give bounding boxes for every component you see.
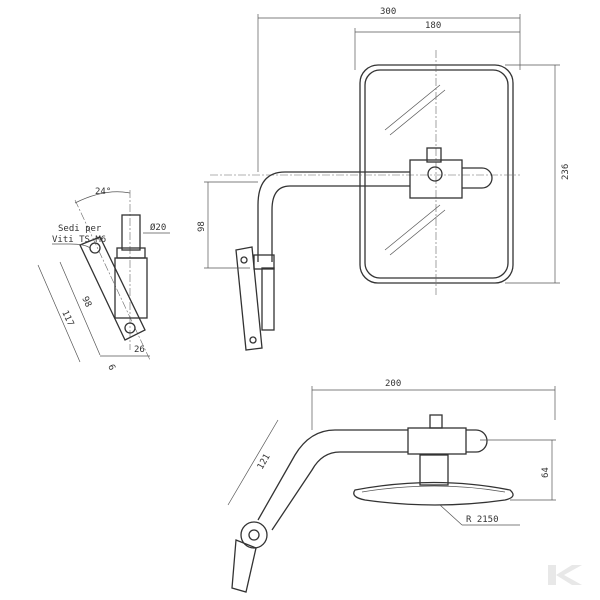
note-line2: Viti TS M6 [52,235,106,245]
dim-diameter: Ø20 [150,222,166,233]
dim-angle: 24° [95,187,111,197]
bracket-detail: 24° Ø20 Sedi per Viti TS M6 117 98 26 6 [37,187,170,372]
dim-300: 300 [380,7,396,17]
dim-117: 117 [59,309,75,328]
dim-98-bracket: 98 [79,295,93,309]
top-view: 200 121 64 R 2150 [227,379,556,593]
dim-98-front: 98 [197,221,207,232]
dim-radius: R 2150 [466,515,499,525]
dim-64: 64 [541,467,551,478]
watermark-logo [548,565,582,585]
dim-6: 6 [105,363,116,372]
dim-236: 236 [561,164,571,180]
dim-121: 121 [256,452,273,471]
dim-200: 200 [385,379,401,389]
dim-26: 26 [134,345,145,355]
front-view: 300 180 236 98 [197,7,571,351]
note-line1: Sedi per [58,224,102,234]
dim-180: 180 [425,21,441,31]
